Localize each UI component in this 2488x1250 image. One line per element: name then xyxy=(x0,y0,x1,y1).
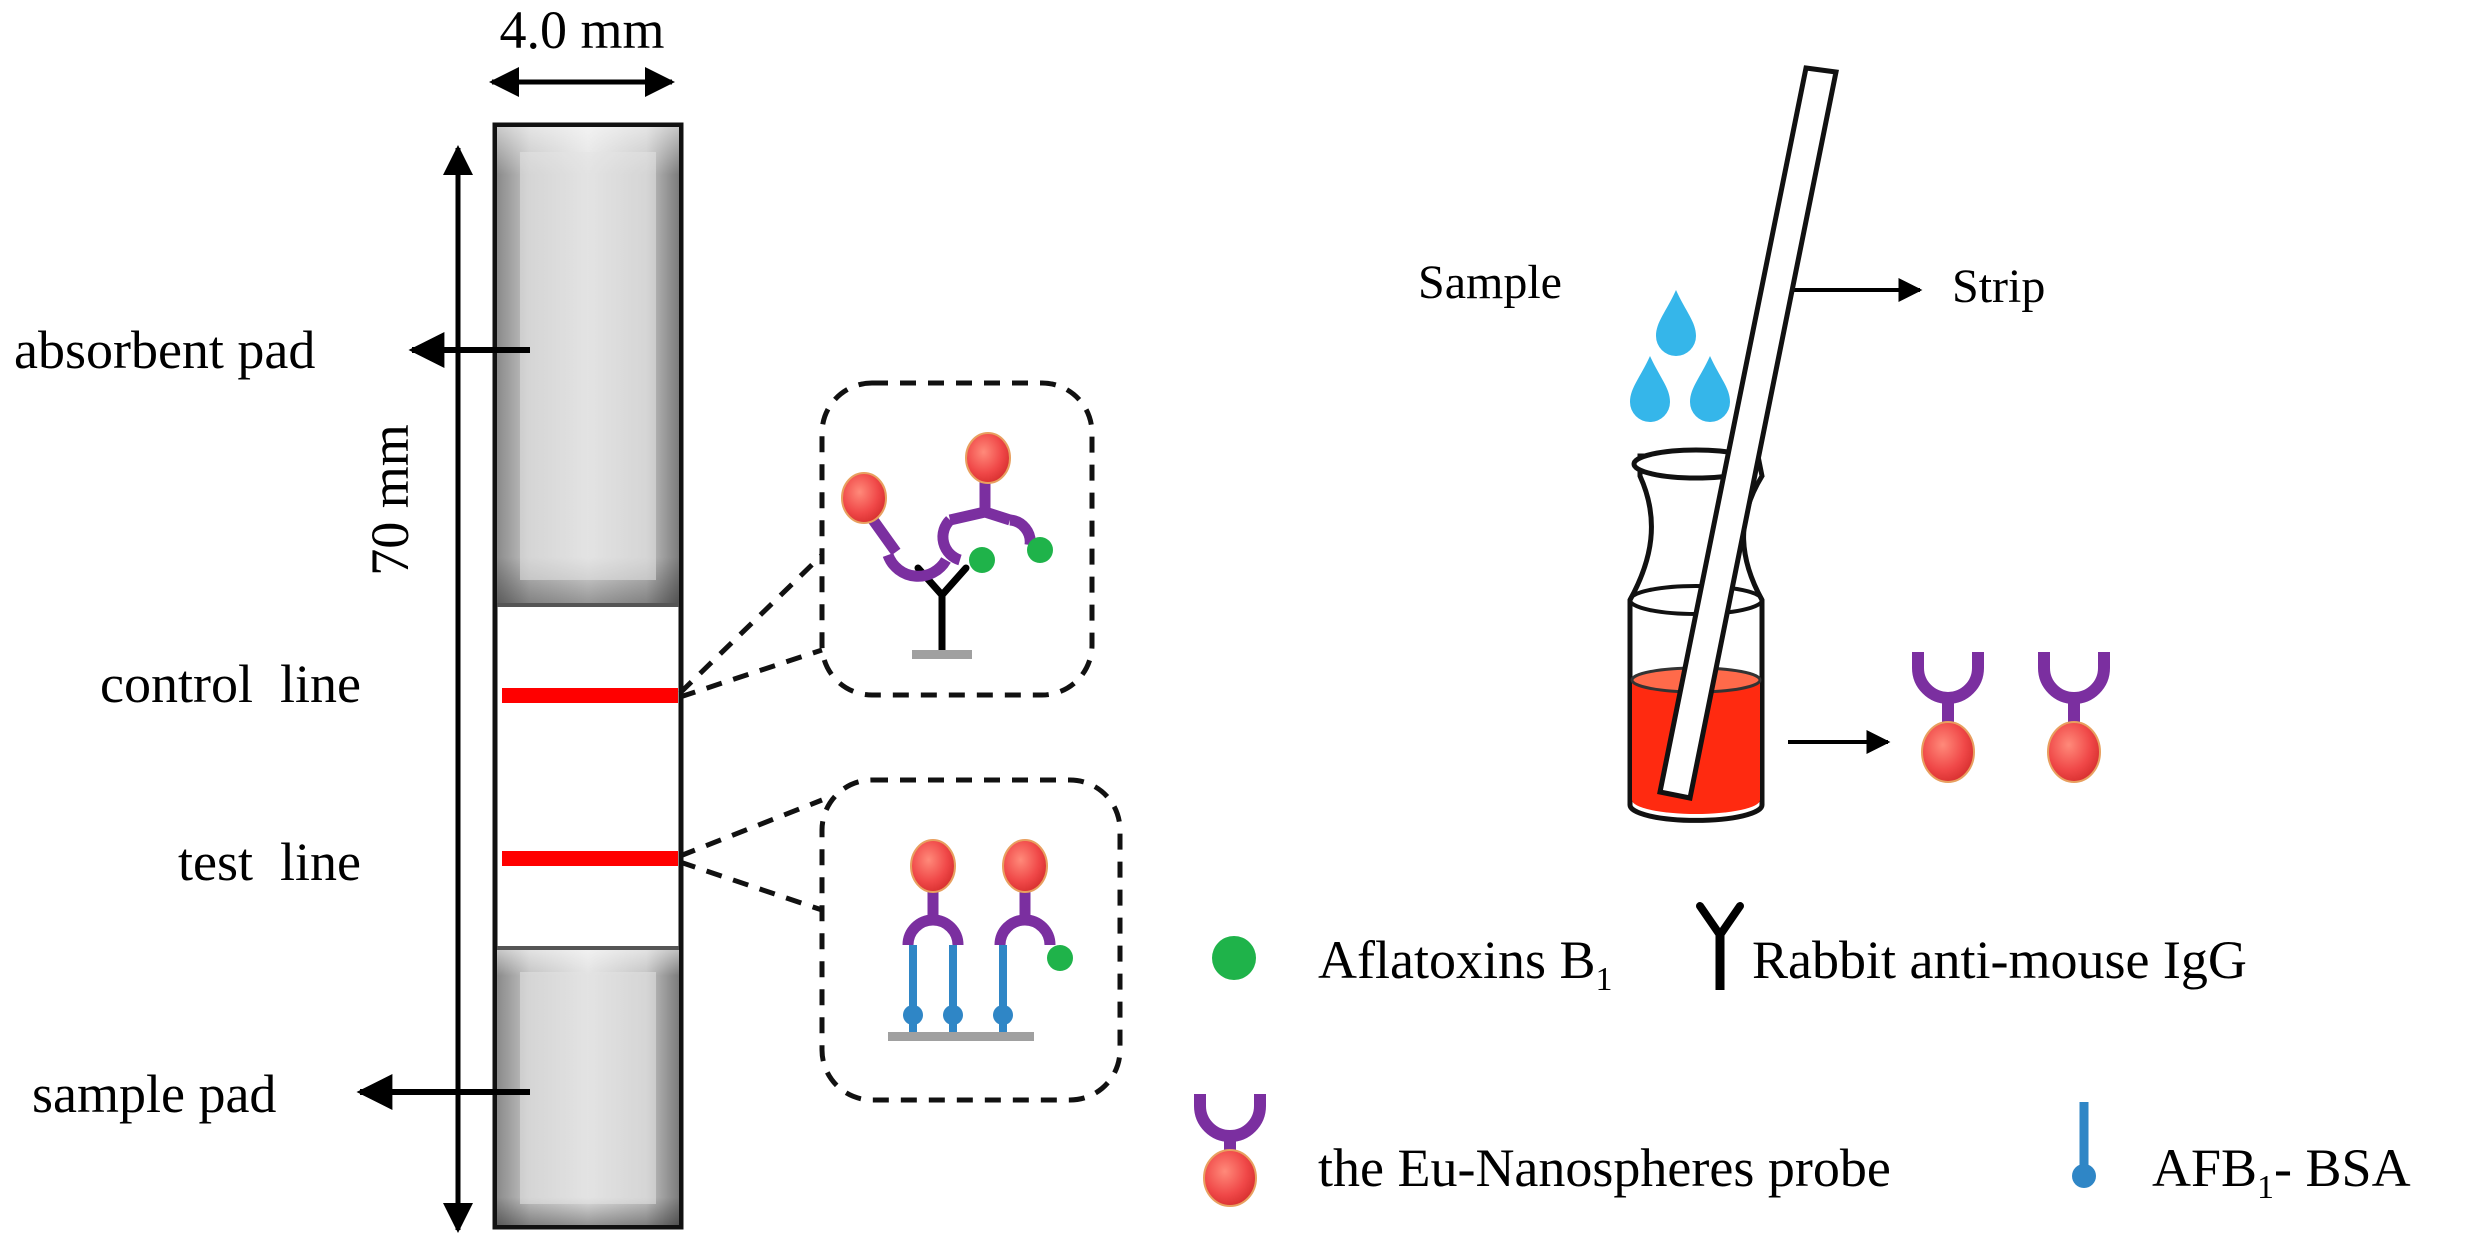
test-line xyxy=(502,851,678,866)
sample-pad-label: sample pad xyxy=(32,1064,276,1124)
sample-label: Sample xyxy=(1418,256,1562,309)
igg-legend-label: Rabbit anti-mouse IgG xyxy=(1752,930,2247,990)
absorbent-pad-label: absorbent pad xyxy=(14,320,315,380)
test-strip: 4.0 mm 70 mm absorbent pad control line … xyxy=(14,0,684,1233)
dipstick xyxy=(1657,65,1839,801)
test-line-callout xyxy=(679,777,1123,1103)
droplet-icon xyxy=(1690,356,1730,422)
control-line-label: control line xyxy=(100,654,361,714)
strip-label: Strip xyxy=(1952,260,2045,313)
aflatoxin-legend-label: Aflatoxins B1 xyxy=(1318,930,1613,998)
aflatoxin-icon xyxy=(1212,936,1256,980)
bsa-icon xyxy=(2072,1102,2096,1188)
droplet-icon xyxy=(1656,290,1696,356)
bsa-legend-label: AFB1- BSA xyxy=(2152,1138,2411,1206)
test-line-label: test line xyxy=(178,832,361,892)
droplet-icon xyxy=(1630,356,1670,422)
length-label: 70 mm xyxy=(360,424,420,576)
width-label: 4.0 mm xyxy=(499,0,664,60)
dip-setup: Sample Strip xyxy=(1418,65,2110,823)
control-callout-box xyxy=(819,380,1095,698)
test-callout-box xyxy=(819,777,1123,1103)
probe-icon xyxy=(2038,652,2110,783)
probe-legend-icon xyxy=(1194,1094,1266,1207)
control-line xyxy=(502,688,678,703)
probe-icon xyxy=(1912,652,1984,783)
control-line-callout xyxy=(678,380,1095,700)
legend: Aflatoxins B1 Rabbit anti-mouse IgG the … xyxy=(1194,902,2411,1207)
igg-icon xyxy=(1696,902,1744,990)
probe-legend-label: the Eu-Nanospheres probe xyxy=(1318,1138,1891,1198)
